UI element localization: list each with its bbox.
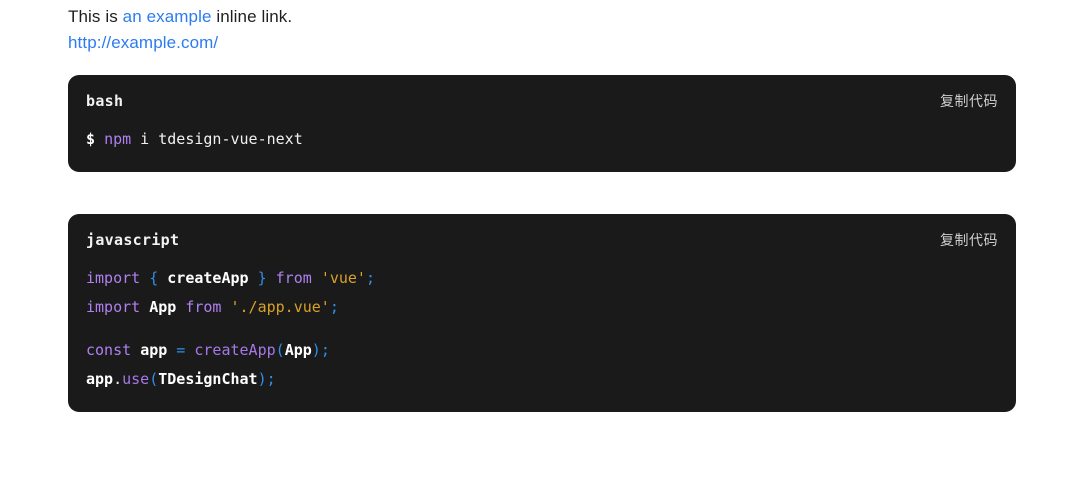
code-token: $ [86, 130, 105, 148]
code-token: app [86, 370, 114, 388]
inline-link[interactable]: an example [122, 7, 212, 26]
code-token: './app.vue' [230, 298, 330, 316]
paragraph-text-after: inline link. [211, 7, 293, 26]
code-token: ; [365, 269, 375, 287]
code-token: use [122, 370, 150, 388]
code-token: TDesignChat [158, 370, 258, 388]
code-token: createApp [194, 341, 276, 359]
code-token: App [284, 341, 312, 359]
code-token: import [86, 269, 150, 287]
code-token: ) [311, 341, 321, 359]
copy-code-button[interactable]: 复制代码 [940, 93, 998, 109]
code-token: . [113, 370, 123, 388]
code-token: 'vue' [320, 269, 366, 287]
code-token: createApp [167, 269, 249, 287]
code-block-header: javascript 复制代码 [86, 228, 998, 252]
code-token: i tdesign-vue-next [131, 130, 303, 148]
paragraph-inline-link: This is an example inline link. [68, 4, 1016, 29]
code-token: ) [257, 370, 267, 388]
code-line: import { createApp } from 'vue'; [86, 264, 998, 293]
code-line: $ npm i tdesign-vue-next [86, 125, 998, 154]
code-line [86, 322, 998, 336]
code-token: ; [266, 370, 276, 388]
code-language-label: bash [86, 92, 124, 110]
code-token: npm [104, 130, 132, 148]
code-token: ; [320, 341, 330, 359]
paragraph-text-before: This is [68, 7, 123, 26]
paragraph-bare-link: http://example.com/ [68, 30, 1016, 55]
code-line: import App from './app.vue'; [86, 293, 998, 322]
code-block-content[interactable]: import { createApp } from 'vue';import A… [86, 264, 998, 394]
code-token: App [149, 298, 177, 316]
prose-block: This is an example inline link. http://e… [68, 0, 1016, 55]
code-token: app [140, 341, 168, 359]
code-block-header: bash 复制代码 [86, 89, 998, 113]
code-token: import [86, 298, 150, 316]
code-line: const app = createApp(App); [86, 336, 998, 365]
code-token: ( [275, 341, 285, 359]
code-language-label: javascript [86, 231, 180, 249]
code-token: } [248, 269, 267, 287]
code-token: ; [329, 298, 339, 316]
code-token: ( [149, 370, 159, 388]
code-block-bash: bash 复制代码 $ npm i tdesign-vue-next [68, 75, 1016, 172]
code-token: = [167, 341, 195, 359]
code-token: from [176, 298, 231, 316]
code-token: const [86, 341, 141, 359]
code-block-content[interactable]: $ npm i tdesign-vue-next [86, 125, 998, 154]
code-token: { [149, 269, 168, 287]
bare-url-link[interactable]: http://example.com/ [68, 33, 219, 52]
code-block-javascript: javascript 复制代码 import { createApp } fro… [68, 214, 1016, 412]
copy-code-button[interactable]: 复制代码 [940, 232, 998, 248]
code-line: app.use(TDesignChat); [86, 365, 998, 394]
code-token: from [266, 269, 321, 287]
